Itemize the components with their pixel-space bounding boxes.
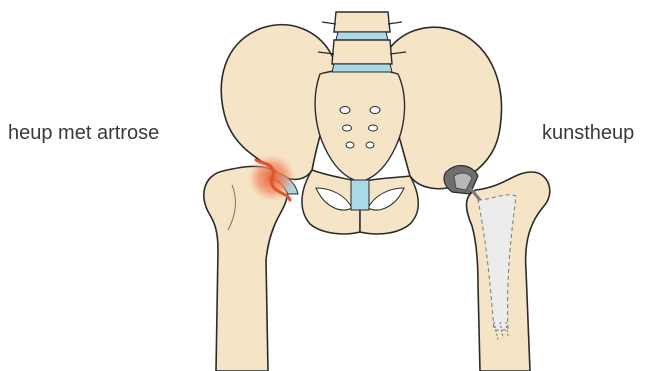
right-femur <box>467 172 550 371</box>
right-hip-label: kunstheup <box>542 122 634 145</box>
hip-prosthesis-icon <box>444 166 480 200</box>
pubic-symphysis <box>351 180 369 210</box>
left-hip-label: heup met artrose <box>8 122 159 145</box>
